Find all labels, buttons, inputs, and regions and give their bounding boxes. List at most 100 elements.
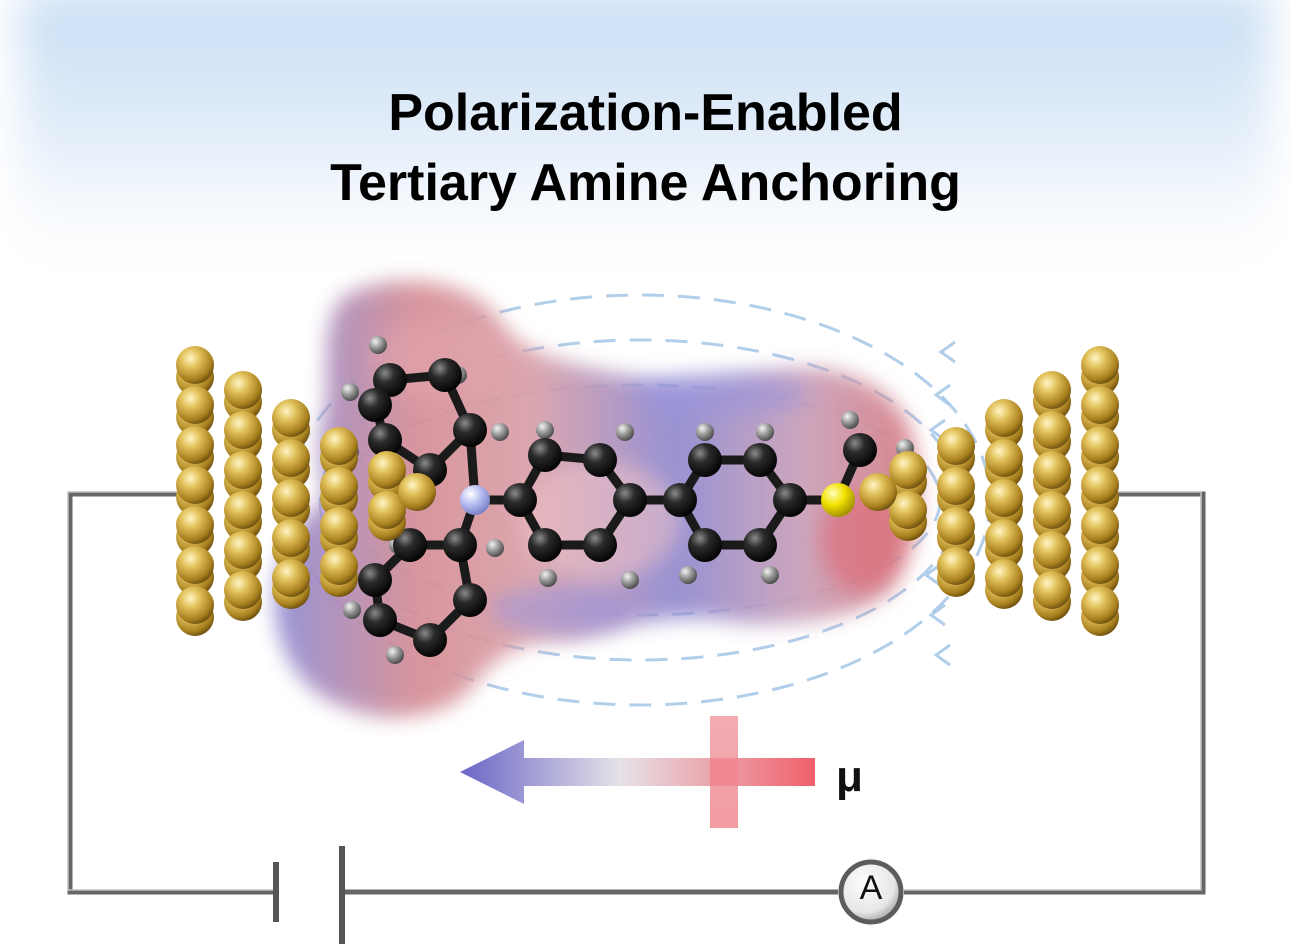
gold-atom	[1033, 531, 1071, 569]
gold-atom	[176, 506, 214, 544]
gold-atom	[176, 386, 214, 424]
hydrogen-atom	[696, 423, 714, 441]
gold-atom	[224, 371, 262, 409]
field-arrow-head	[923, 563, 941, 587]
carbon-atom	[583, 443, 617, 477]
gold-atom	[937, 547, 975, 585]
field-arrow-heads	[923, 340, 956, 667]
molecule-atoms	[341, 336, 914, 664]
carbon-atom	[443, 528, 477, 562]
field-arrow-head	[938, 340, 956, 364]
gold-atom	[937, 507, 975, 545]
ammeter-icon	[838, 859, 904, 925]
gold-atom	[985, 439, 1023, 477]
carbon-atom	[583, 528, 617, 562]
hydrogen-atom	[343, 601, 361, 619]
gold-atom	[985, 519, 1023, 557]
gold-atom	[1081, 466, 1119, 504]
gold-atom	[889, 451, 927, 489]
gold-atom	[320, 547, 358, 585]
hydrogen-atom	[756, 423, 774, 441]
gold-atom	[1081, 586, 1119, 624]
carbon-atom	[843, 433, 877, 467]
gold-atom	[1033, 411, 1071, 449]
gold-atom	[320, 467, 358, 505]
field-arrow-head	[928, 603, 946, 627]
gold-atom	[368, 451, 406, 489]
hydrogen-atom	[539, 569, 557, 587]
carbon-atom	[358, 563, 392, 597]
gold-atom	[1081, 346, 1119, 384]
title-line-1: Polarization-Enabled	[388, 84, 903, 142]
gold-atom	[224, 411, 262, 449]
field-arrow-head	[933, 383, 951, 407]
sky-background	[20, 0, 1270, 290]
gold-atom	[320, 427, 358, 465]
field-arrow-head	[933, 643, 951, 667]
carbon-atom	[363, 603, 397, 637]
hydrogen-atom	[679, 566, 697, 584]
gold-atom	[1033, 371, 1071, 409]
gold-atom	[176, 546, 214, 584]
hydrogen-atom	[536, 421, 554, 439]
gold-atom	[1081, 386, 1119, 424]
carbon-atom	[428, 358, 462, 392]
gold-atom	[368, 491, 406, 529]
gold-atom	[1081, 546, 1119, 584]
circuit-wire	[67, 491, 1206, 895]
gold-atom	[224, 451, 262, 489]
hydrogen-atom	[386, 646, 404, 664]
gold-atom	[176, 466, 214, 504]
carbon-atom	[503, 483, 537, 517]
carbon-atom	[773, 483, 807, 517]
carbon-atom	[743, 528, 777, 562]
gold-electrode-right	[859, 346, 1119, 636]
carbon-atom	[528, 528, 562, 562]
gold-atom	[272, 399, 310, 437]
gold-atom	[1081, 426, 1119, 464]
gold-atom	[272, 479, 310, 517]
gold-atom	[937, 467, 975, 505]
carbon-atom	[373, 363, 407, 397]
gold-electrode-left	[176, 346, 436, 636]
gold-atom	[224, 491, 262, 529]
battery-icon	[273, 846, 345, 944]
gold-atom	[1033, 451, 1071, 489]
hydrogen-atom	[621, 571, 639, 589]
carbon-atom	[393, 528, 427, 562]
carbon-atom	[743, 443, 777, 477]
hydrogen-atom	[761, 566, 779, 584]
gold-atom	[985, 559, 1023, 597]
carbon-atom	[688, 528, 722, 562]
gold-atom	[176, 346, 214, 384]
gold-atom	[176, 426, 214, 464]
carbon-atom	[528, 438, 562, 472]
gold-atom	[859, 473, 897, 511]
carbon-atom	[453, 583, 487, 617]
gold-atom	[889, 491, 927, 529]
gold-atom	[272, 519, 310, 557]
carbon-atom	[413, 623, 447, 657]
ammeter-label: A	[859, 869, 883, 907]
circuit-wire-highlight	[67, 491, 1202, 891]
gold-atom	[224, 531, 262, 569]
gold-atom	[176, 586, 214, 624]
gold-atom	[224, 571, 262, 609]
dipole-moment-label: μ	[836, 752, 863, 801]
gold-atom	[985, 479, 1023, 517]
gold-atom	[1033, 571, 1071, 609]
hydrogen-atom	[341, 383, 359, 401]
title-line-2: Tertiary Amine Anchoring	[330, 154, 961, 212]
dipole-arrow-icon	[460, 716, 815, 828]
carbon-atom	[368, 423, 402, 457]
gold-atom	[272, 439, 310, 477]
carbon-atom	[453, 413, 487, 447]
carbon-atom	[663, 483, 697, 517]
hydrogen-atom	[491, 423, 509, 441]
carbon-atom	[358, 388, 392, 422]
gold-atom	[1033, 491, 1071, 529]
hydrogen-atom	[369, 336, 387, 354]
carbon-atom	[688, 443, 722, 477]
